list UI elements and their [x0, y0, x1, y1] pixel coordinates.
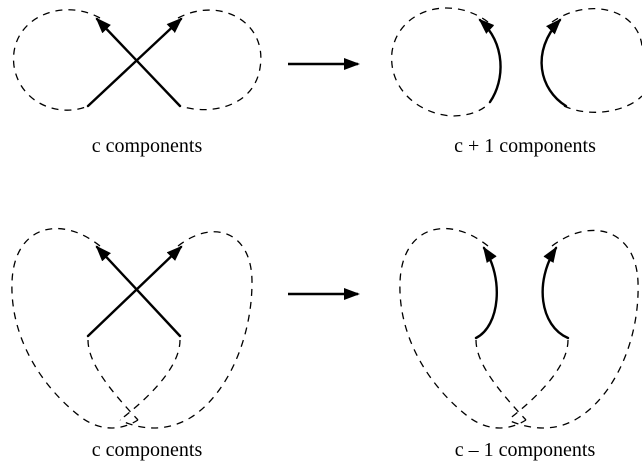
bottom-left-caption: c components — [92, 439, 203, 461]
bottom-right-dashed-inner-right — [507, 339, 569, 421]
bottom-left-dashed-outer-left — [11, 227, 139, 429]
bottom-right-panel: c – 1 components — [399, 227, 639, 461]
top-right-caption: c + 1 components — [454, 135, 596, 157]
top-right-solid-left-arc — [478, 18, 502, 104]
top-right-solid-right-arc — [540, 18, 568, 108]
top-right-dashed-right-arc — [551, 8, 642, 113]
top-left-crossing-strand-a — [86, 17, 183, 108]
bottom-left-dashed-inner-right — [119, 339, 181, 421]
bottom-left-dashed-outer-right — [119, 231, 253, 429]
top-left-panel: c components — [12, 9, 262, 157]
top-left-dashed-right-lobe — [177, 9, 262, 111]
bottom-left-panel: c components — [11, 227, 253, 461]
bottom-right-solid-left-arc — [474, 246, 498, 340]
top-left-crossing-strand-b — [95, 17, 182, 108]
bottom-left-crossing-strand-b — [95, 245, 182, 338]
top-right-panel: c + 1 components — [391, 7, 642, 157]
bottom-right-caption: c – 1 components — [455, 439, 596, 461]
bottom-left-crossing-strand-a — [86, 245, 183, 338]
bottom-left-dashed-inner-left — [87, 339, 139, 421]
bottom-right-solid-right-arc — [541, 246, 570, 340]
bottom-right-dashed-outer-right — [507, 229, 639, 429]
top-left-dashed-left-lobe — [12, 9, 101, 111]
bottom-right-dashed-inner-left — [475, 339, 527, 421]
top-left-caption: c components — [92, 135, 203, 157]
top-right-dashed-left-arc — [391, 7, 491, 117]
bottom-right-dashed-outer-left — [399, 227, 527, 429]
